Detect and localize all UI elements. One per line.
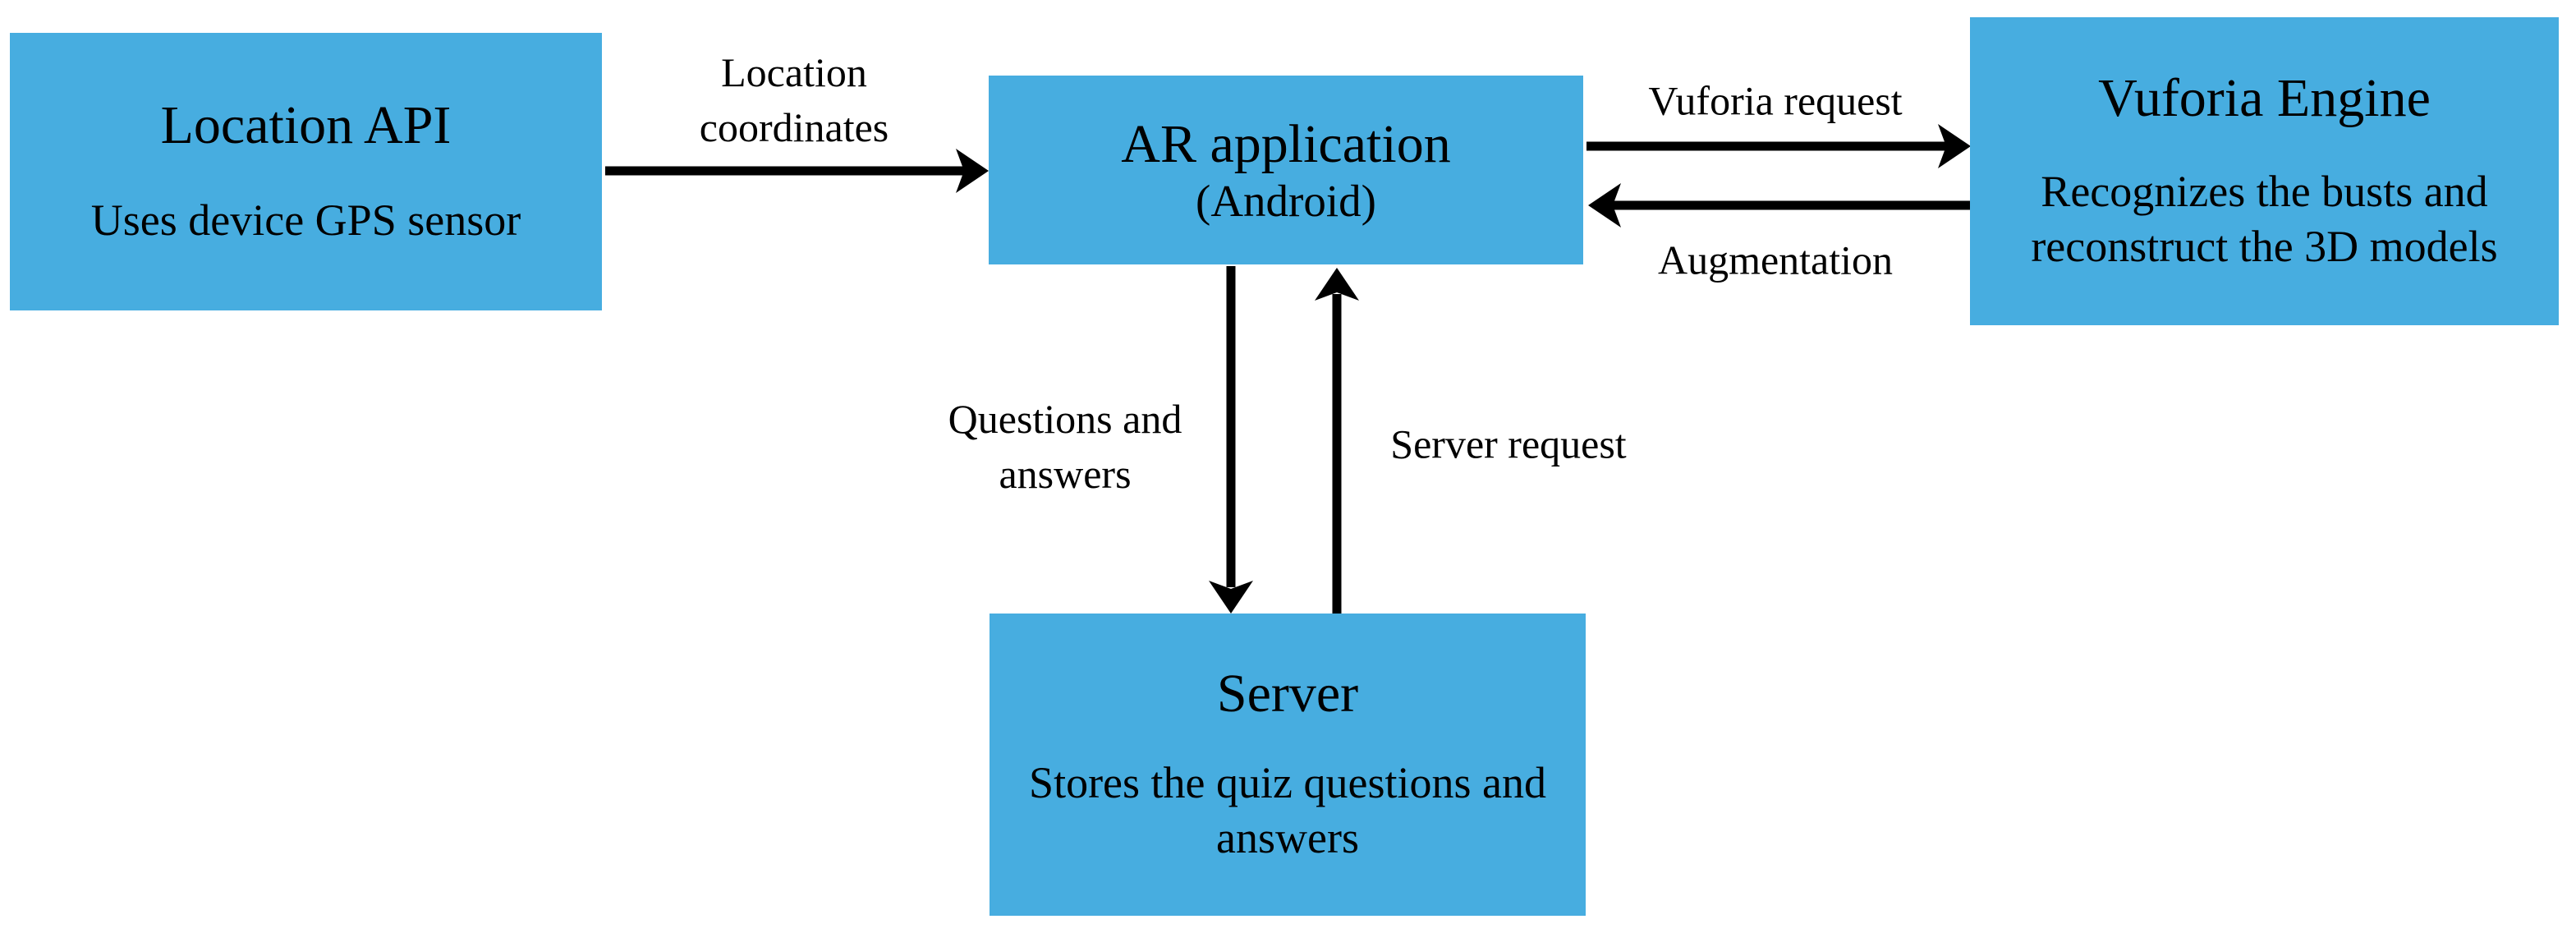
- edge-label-augmentation: Augmentation: [1657, 237, 1894, 283]
- edge-label-questions-answers: Questions and answers: [948, 396, 1182, 497]
- edge-label-vuforia-request: Vuforia request: [1648, 77, 1903, 124]
- node-title: Server: [1216, 664, 1359, 724]
- node-subtitle: (Android): [1196, 175, 1376, 226]
- edge-label-server-request: Server request: [1390, 421, 1627, 467]
- arrow-server-to-ar: [1315, 268, 1359, 614]
- node-location-api: Location API Uses device GPS sensor: [10, 33, 602, 310]
- arrow-ar-to-vuforia: [1586, 124, 1971, 168]
- arrow-ar-to-server: [1209, 266, 1253, 614]
- node-title: Location API: [160, 94, 452, 155]
- node-vuforia-engine: Vuforia Engine Recognizes the busts and …: [1970, 17, 2559, 325]
- node-title: Vuforia Engine: [2098, 68, 2431, 129]
- node-description: Stores the quiz questions and answers: [1029, 758, 1546, 862]
- node-title: AR application: [1121, 113, 1451, 174]
- node-ar-application: AR application (Android): [989, 76, 1583, 264]
- node-server: Server Stores the quiz questions and ans…: [990, 614, 1586, 916]
- node-description: Recognizes the busts and reconstruct the…: [2031, 167, 2498, 271]
- arrow-location-to-ar: [605, 149, 989, 193]
- node-description: Uses device GPS sensor: [90, 195, 521, 246]
- edge-label-location-coordinates: Location coordinates: [699, 49, 889, 150]
